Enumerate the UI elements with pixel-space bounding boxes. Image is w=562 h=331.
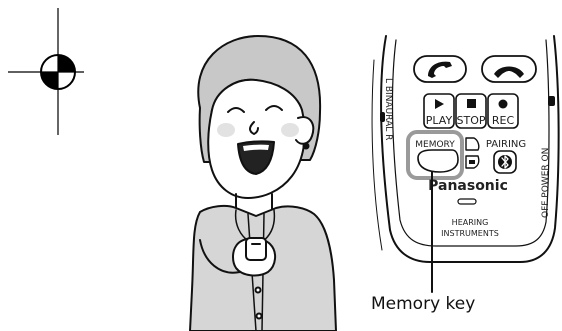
stop-icon <box>467 99 476 108</box>
play-label: PLAY <box>426 114 453 127</box>
play-button[interactable] <box>423 93 455 129</box>
rec-button[interactable] <box>487 93 519 129</box>
cheek-left <box>217 123 235 137</box>
power-switch-label: OFF POWER ON <box>541 148 551 218</box>
indicator-light <box>457 198 477 205</box>
volume-up-button[interactable] <box>465 137 480 151</box>
binaural-switch-label: L BINAURAL R <box>383 78 393 140</box>
face <box>207 78 306 199</box>
rec-label: REC <box>492 114 515 127</box>
stop-button[interactable] <box>455 93 487 129</box>
memory-key-caption: Memory key <box>371 294 476 314</box>
play-icon <box>435 99 444 109</box>
rec-icon <box>498 99 508 109</box>
pairing-label: PAIRING <box>486 139 526 150</box>
memory-label: MEMORY <box>415 140 455 150</box>
stop-label: STOP <box>457 114 486 127</box>
bluetooth-icon <box>498 155 512 169</box>
product-line-1: HEARING <box>452 218 489 227</box>
memory-key-highlight <box>406 130 464 180</box>
remote-control: PLAY STOP REC MEMORY PAIRING Panasonic H… <box>371 35 560 293</box>
woman-figure <box>189 35 337 331</box>
phone-hangup-icon <box>494 66 524 78</box>
product-line-2: INSTRUMENTS <box>441 229 499 238</box>
power-switch[interactable] <box>548 96 555 106</box>
phone-answer-icon <box>428 61 452 78</box>
cheek-right <box>281 123 299 137</box>
binaural-switch[interactable] <box>380 112 385 122</box>
brand-logo: Panasonic <box>428 178 508 194</box>
registration-mark-icon <box>8 8 84 135</box>
memory-key[interactable] <box>417 149 459 173</box>
answer-button[interactable] <box>413 55 467 83</box>
